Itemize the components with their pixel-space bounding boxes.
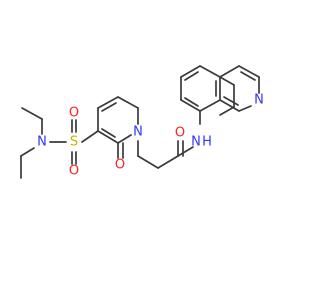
bond <box>117 134 132 144</box>
bond <box>219 76 235 86</box>
bond <box>157 155 179 169</box>
bond <box>117 96 139 109</box>
atom-label-o-sulfonyl-bottom: O <box>69 164 79 179</box>
bond <box>219 65 240 78</box>
bond <box>21 107 43 120</box>
bond-double-inner <box>101 128 116 138</box>
bond-double-inner <box>101 102 117 112</box>
amide-linker <box>137 110 201 169</box>
sulfonamide-group <box>49 119 99 165</box>
atom-label-o-sulfonyl-top: O <box>69 106 79 121</box>
bond <box>180 65 201 78</box>
pyridone-ring <box>97 96 139 159</box>
atom-label-o-amide: O <box>175 126 185 141</box>
bond <box>137 155 159 169</box>
bond <box>219 106 235 116</box>
quinoline-pyridine-ring <box>219 65 260 112</box>
bond <box>238 105 252 112</box>
atom-label-n-amide: N <box>191 135 201 150</box>
atom-label-o-pyridone: O <box>115 158 125 173</box>
atom-label-h-amide: H <box>202 135 212 150</box>
bond <box>238 65 260 78</box>
bond <box>199 99 221 112</box>
atom-label-n-sulfonamide: N <box>37 135 47 150</box>
bond <box>199 65 221 78</box>
bond <box>180 99 201 112</box>
molecule-structure-diagram: N S O O N O O N H N <box>20 65 264 179</box>
bond-double-inner <box>184 97 199 107</box>
bond <box>97 96 119 109</box>
bond-double-inner <box>240 71 256 81</box>
atom-labels: N S O O N O O N H N <box>37 93 264 179</box>
bond-double-inner <box>184 71 199 81</box>
atom-label-s-sulfonyl: S <box>70 135 78 150</box>
bond <box>177 146 194 157</box>
atom-label-n-pyridone: N <box>133 125 143 140</box>
bond <box>97 130 119 144</box>
bond <box>81 130 99 143</box>
quinoline-benzo-ring <box>180 65 235 116</box>
bond-double-inner <box>223 96 239 106</box>
bond <box>219 99 240 112</box>
diethyl-groups <box>20 107 43 179</box>
atom-label-n-quinoline: N <box>254 93 264 108</box>
bond <box>20 147 35 157</box>
